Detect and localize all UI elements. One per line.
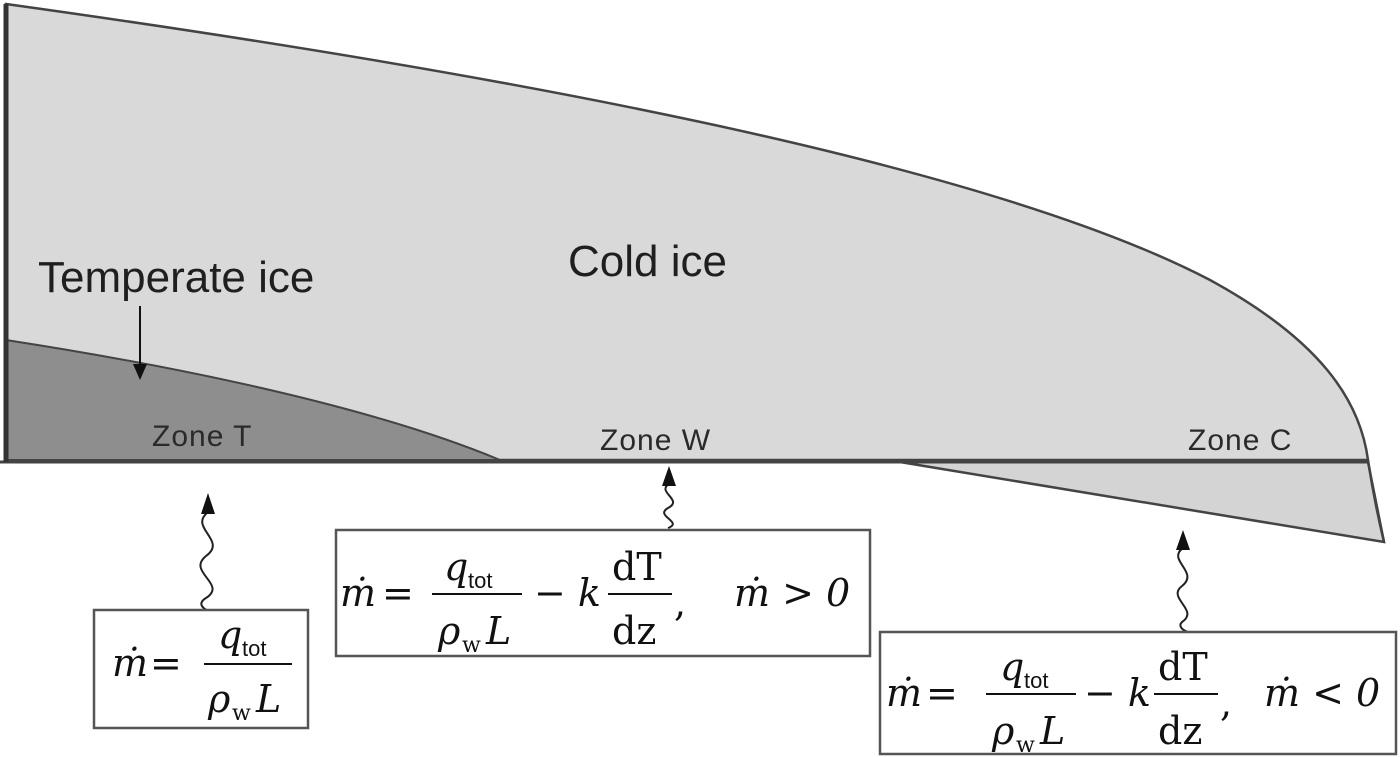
eq-w-den: ρ [437,609,461,653]
heat-arrow-zone-w [663,483,675,529]
eq-c-equals: = [926,671,958,715]
eq-t-num: q [218,613,242,657]
eq-c-den-sub: w [1016,733,1035,757]
equation-box-zone-t: ṁ = q tot ρ w L [92,608,310,730]
eq-c-grad-den: dz [1158,709,1202,753]
eq-w-num: q [444,545,468,589]
eq-t-den: ρ [207,677,231,721]
zone-w-label: Zone W [600,424,711,457]
eq-w-minus-k: − k [534,571,601,615]
equation-box-zone-c: ṁ = q tot ρ w L − k dT dz , ṁ < 0 [878,630,1398,757]
eq-w-condition: ṁ > 0 [734,571,850,615]
eq-w-equals: = [382,571,414,615]
cold-ice-label: Cold ice [568,237,727,286]
eq-c-lhs: ṁ [886,671,922,715]
eq-t-lhs: ṁ [112,641,148,685]
zone-c-basal-wedge [899,460,1386,544]
eq-c-comma: , [1220,681,1232,725]
zone-t-label: Zone T [152,420,253,453]
eq-t-den-tail: L [255,677,281,721]
eq-t-den-sub: w [232,701,251,726]
heat-arrow-zone-c [1176,547,1189,633]
heat-arrow-zone-t-head [201,493,215,514]
eq-w-grad-den: dz [612,609,656,653]
eq-w-num-sub: tot [468,568,492,593]
eq-w-comma: , [674,581,686,625]
eq-w-den-sub: w [462,633,481,658]
eq-c-den-tail: L [1039,709,1065,753]
heat-arrow-zone-t [199,511,214,613]
eq-c-condition: ṁ < 0 [1264,671,1380,715]
eq-c-num-sub: tot [1024,668,1048,693]
eq-c-minus-k: − k [1084,671,1151,715]
eq-c-den: ρ [991,709,1015,753]
heat-arrow-zone-w-head [662,466,676,486]
equation-box-zone-w: ṁ = q tot ρ w L − k dT dz , ṁ > 0 [334,528,872,658]
heat-arrow-zone-c-head [1176,530,1190,550]
temperate-ice-region [5,338,501,461]
eq-w-grad-num: dT [612,545,662,589]
temperate-ice-pointer-head [133,364,147,380]
zone-c-label: Zone C [1188,424,1292,457]
eq-t-num-sub: tot [242,636,266,661]
temperate-ice-label: Temperate ice [38,253,314,302]
eq-t-equals: = [150,641,182,685]
eq-w-lhs: ṁ [340,571,376,615]
eq-c-num: q [1000,645,1024,689]
eq-w-den-tail: L [485,609,511,653]
eq-c-grad-num: dT [1158,645,1208,689]
cold-ice-region [4,2,1370,462]
